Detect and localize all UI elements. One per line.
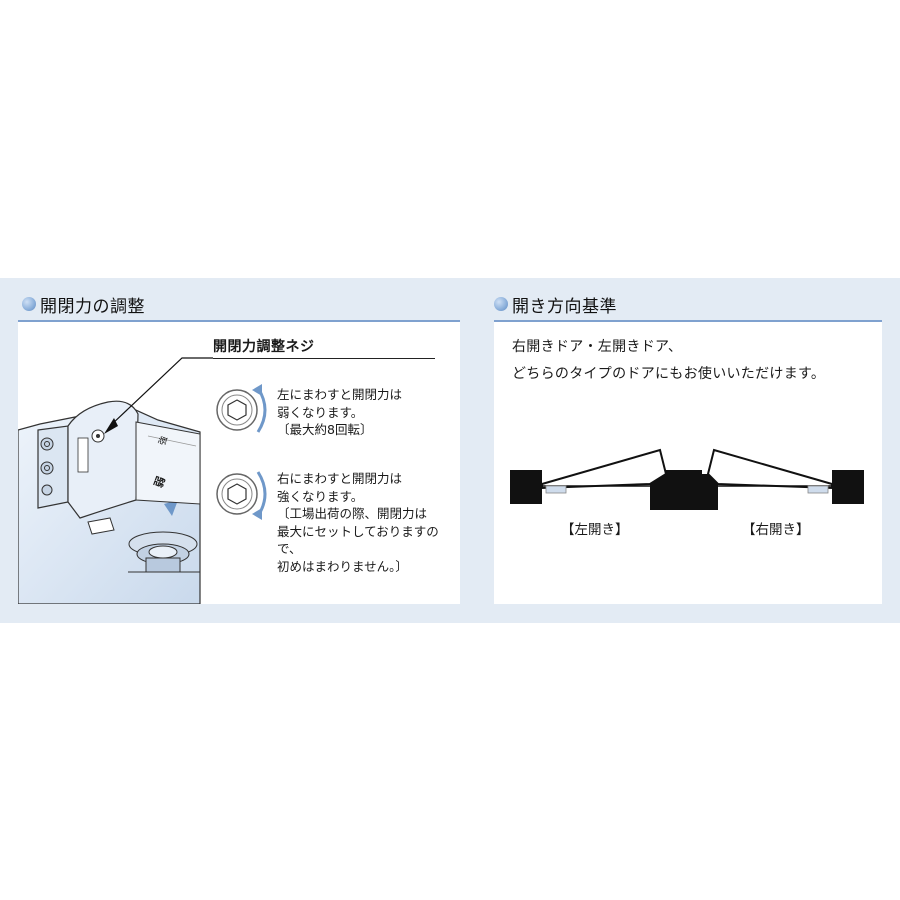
callout-rule — [213, 358, 435, 359]
turn-left-text: 左にまわすと開閉力は 弱くなります。 〔最大約8回転〕 — [277, 387, 403, 437]
door-opening-direction-diagram — [510, 448, 864, 510]
section-heading-adjustment-text: 開閉力の調整 — [40, 296, 145, 317]
label-left-opening: 【左開き】 — [561, 522, 629, 538]
label-right-opening: 【右開き】 — [742, 522, 810, 538]
callout-title: 開閉力調整ネジ — [213, 339, 315, 355]
heading-rule-right — [494, 320, 882, 322]
direction-panel: 右開きドア・左開きドア、 どちらのタイプのドアにもお使いいただけます。 【左開き… — [494, 322, 882, 604]
hex-socket-clockwise-icon — [215, 472, 259, 516]
heading-rule-left — [18, 320, 460, 322]
section-heading-direction: 開き方向基準 — [494, 288, 617, 320]
door-closer-illustration — [18, 357, 267, 604]
section-heading-direction-text: 開き方向基準 — [512, 296, 617, 317]
direction-description-line1: 右開きドア・左開きドア、 — [512, 339, 683, 355]
adjustment-panel: 弱 強 開閉力調整ネジ 左にまわすと開閉力は 弱くなります。 〔最大約8回転〕 … — [18, 322, 460, 604]
direction-description-line2: どちらのタイプのドアにもお使いいただけます。 — [512, 366, 826, 382]
bullet-icon — [22, 297, 36, 311]
bullet-icon — [494, 297, 508, 311]
section-heading-adjustment: 開閉力の調整 — [22, 288, 145, 320]
hex-socket-counterclockwise-icon — [215, 388, 259, 432]
turn-right-text: 右にまわすと開閉力は 強くなります。 〔工場出荷の際、開閉力は 最大にセットして… — [277, 471, 439, 574]
